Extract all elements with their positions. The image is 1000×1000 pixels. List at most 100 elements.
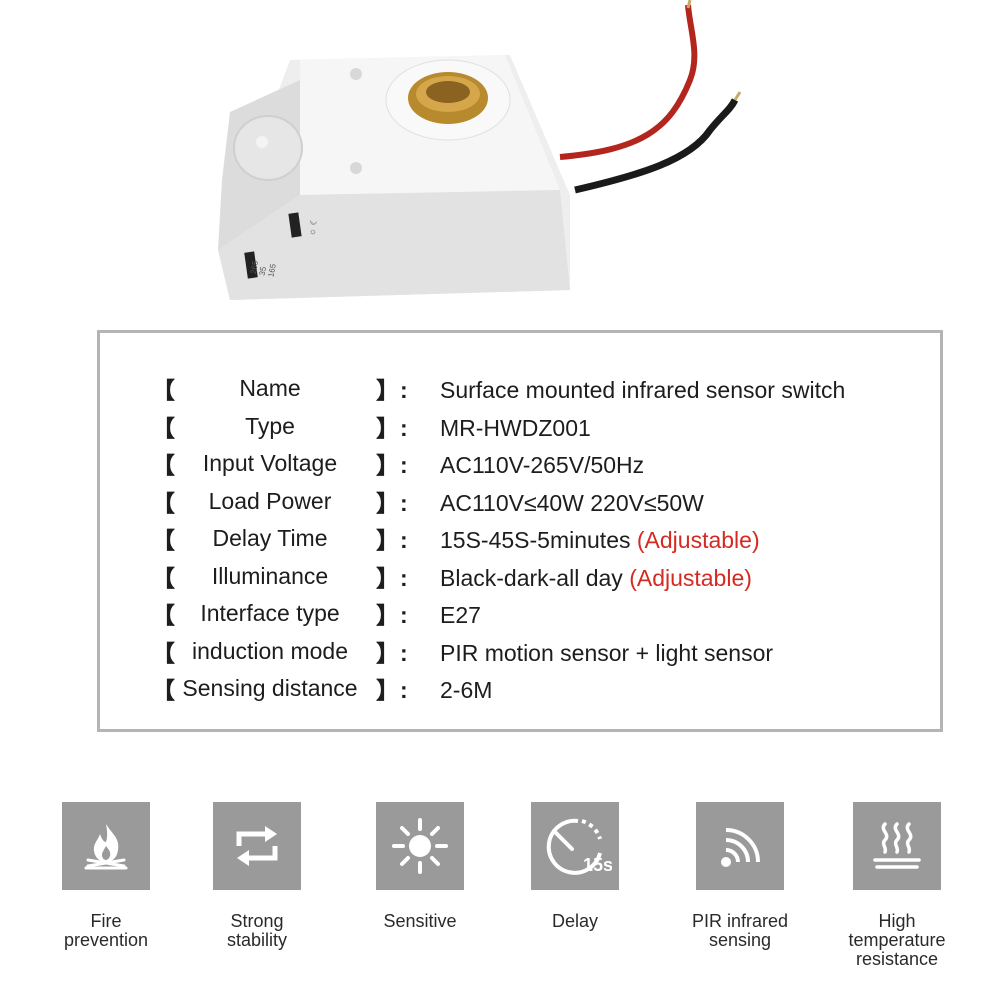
product-image: ☼ ☾ 265 35 165 [218, 0, 742, 300]
spec-value-group: PIR motion sensor + light sensor [440, 636, 773, 670]
spec-value-group: AC110V-265V/50Hz [440, 448, 644, 482]
spec-value: 2-6M [440, 677, 493, 703]
spec-value: PIR motion sensor + light sensor [440, 639, 774, 666]
switch-label: 165 [267, 263, 278, 278]
spec-key: Delay Time [212, 525, 328, 551]
bracket-close: 】 [376, 527, 399, 553]
spec-row: 【 induction mode 】: PIR motion sensor + lig… [152, 636, 932, 670]
bracket-open: 【 [152, 602, 175, 628]
colon: : [400, 414, 408, 441]
timer-icon: 15s [546, 818, 612, 875]
bracket-open: 【 [152, 639, 175, 666]
bracket-close: 】 [376, 677, 399, 703]
spec-value-group: MR-HWDZ001 [440, 411, 591, 445]
delay-switch-labels: 265 35 165 [249, 259, 278, 277]
spec-value-group: 2-6M [440, 673, 492, 707]
bracket-close: 】 [376, 564, 399, 591]
feature-tile [62, 802, 150, 890]
spec-row: 【 Sensing distance 】: 2-6M [152, 673, 932, 707]
spec-key: Input Voltage [202, 450, 338, 476]
spec-key: induction mode [192, 637, 348, 664]
colon: : [400, 639, 408, 666]
feature-label: Sensitive [383, 911, 457, 931]
spec-row: 【 Type 】: MR-HWDZ001 [152, 411, 932, 445]
spec-row: 【 Input Voltage 】: AC110V-265V/50Hz [152, 448, 932, 482]
colon: : [400, 677, 408, 703]
feature-tile [213, 802, 301, 890]
spec-value-group: Surface mounted infrared sensor switch [440, 373, 845, 407]
bracket-open: 【 [152, 414, 175, 441]
bracket-close: 】 [376, 602, 399, 628]
spec-value: AC110V≤40W 220V≤50W [440, 489, 704, 516]
switch-label: 265 [249, 259, 260, 274]
spec-value: MR-HWDZ001 [440, 414, 591, 441]
sun-icon [392, 818, 448, 874]
colon: : [400, 602, 408, 628]
bracket-close: 】 [376, 414, 399, 441]
spec-row: 【 Illuminance 】: Black-dark-all day (Adjust… [152, 561, 932, 595]
colon: : [400, 489, 408, 516]
colon: : [400, 452, 408, 478]
spec-value-group: Black-dark-all day (Adjustable) [440, 561, 752, 595]
adjustable-note: (Adjustable) [636, 527, 760, 553]
feature-tile [376, 802, 464, 890]
feature-label: Delay [551, 911, 599, 931]
light-switch-icons: ☼ ☾ [306, 217, 319, 237]
spec-key: Interface type [200, 600, 340, 626]
feature-tile: 15s [531, 802, 619, 890]
feature-delay: 15s Delay [510, 802, 640, 931]
bracket-open: 【 [152, 452, 175, 478]
spec-row: 【 Load Power 】: AC110V≤40W 220V≤50W [152, 486, 932, 520]
bracket-open: 【 [152, 564, 175, 591]
bracket-close: 】 [376, 452, 399, 478]
light-switch [288, 212, 302, 238]
feature-sensitive: Sensitive [355, 802, 485, 931]
feature-tile [696, 802, 784, 890]
heat-waves-icon [873, 822, 921, 869]
fire-icon [84, 824, 128, 870]
spec-key: Load Power [208, 487, 332, 514]
colon: : [400, 564, 408, 591]
spec-key: Name [239, 375, 301, 401]
pir-lens [233, 115, 303, 181]
bracket-close: 】 [376, 639, 399, 666]
cycle-arrows-icon [236, 826, 278, 866]
feature-tile [853, 802, 941, 890]
delay-switch [244, 251, 258, 279]
spec-value: 15S-45S-5minutes [440, 527, 631, 553]
spec-key: Type [245, 412, 295, 439]
spec-table: 【 Name 】: Surface mounted infrared sensor s… [97, 330, 943, 732]
bracket-open: 【 [152, 527, 175, 553]
spec-value: AC110V-265V/50Hz [440, 452, 645, 478]
spec-row: 【 Name 】: Surface mounted infrared sensor s… [152, 373, 932, 407]
colon: : [400, 377, 408, 403]
adjustable-note: (Adjustable) [629, 564, 752, 591]
signal-waves-icon [721, 828, 760, 867]
spec-row: 【 Delay Time 】: 15S-45S-5minutes (Adjustabl… [152, 523, 932, 557]
bracket-open: 【 [152, 489, 175, 516]
bracket-close: 】 [376, 377, 399, 403]
spec-key: Illuminance [211, 562, 329, 589]
spec-value: Surface mounted infrared sensor switch [440, 377, 846, 403]
spec-value: E27 [440, 602, 481, 628]
spec-value-group: AC110V≤40W 220V≤50W [440, 486, 704, 520]
spec-value-group: E27 [440, 598, 481, 632]
switch-label: 35 [258, 265, 269, 276]
colon: : [400, 527, 408, 553]
bracket-close: 】 [376, 489, 399, 516]
bracket-open: 【 [152, 377, 175, 403]
spec-value: Black-dark-all day [440, 564, 623, 591]
spec-value-group: 15S-45S-5minutes (Adjustable) [440, 523, 760, 557]
spec-key: Sensing distance [182, 675, 358, 701]
svg-text:☼ ☾: ☼ ☾ [306, 217, 319, 237]
delay-badge: 15s [583, 855, 612, 875]
bracket-open: 【 [152, 677, 175, 703]
